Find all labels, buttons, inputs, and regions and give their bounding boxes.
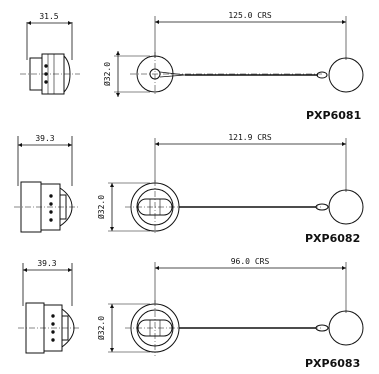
chain-length-text-pxp6083: 96.0 CRS xyxy=(231,257,270,266)
chain-dimension-pxp6083 xyxy=(154,262,347,313)
part-row-pxp6083 xyxy=(18,262,364,356)
chain-length-text-pxp6082: 121.9 CRS xyxy=(228,133,272,142)
front-view-pxp6082 xyxy=(108,180,364,234)
side-width-text-pxp6081: 31.5 xyxy=(39,12,58,21)
side-view-pxp6082 xyxy=(14,136,80,233)
part-row-pxp6081 xyxy=(20,16,364,97)
side-view-pxp6083 xyxy=(18,263,80,354)
diameter-text-pxp6081: Ø32.0 xyxy=(102,62,112,86)
diameter-text-pxp6082: Ø32.0 xyxy=(96,195,106,219)
front-view-pxp6081 xyxy=(114,51,364,97)
diameter-text-pxp6083: Ø32.0 xyxy=(96,316,106,340)
part-number-pxp6083: PXP6083 xyxy=(305,357,361,370)
part-number-pxp6081: PXP6081 xyxy=(306,109,362,122)
side-width-text-pxp6083: 39.3 xyxy=(37,259,56,268)
chain-length-text-pxp6081: 125.0 CRS xyxy=(228,11,272,20)
front-view-pxp6083 xyxy=(108,300,364,356)
side-width-text-pxp6082: 39.3 xyxy=(35,134,54,143)
part-row-pxp6082 xyxy=(14,136,364,234)
chain-dimension-pxp6081 xyxy=(154,16,347,60)
part-number-pxp6082: PXP6082 xyxy=(305,232,361,245)
side-view-pxp6081 xyxy=(20,21,80,95)
chain-dimension-pxp6082 xyxy=(154,138,347,192)
